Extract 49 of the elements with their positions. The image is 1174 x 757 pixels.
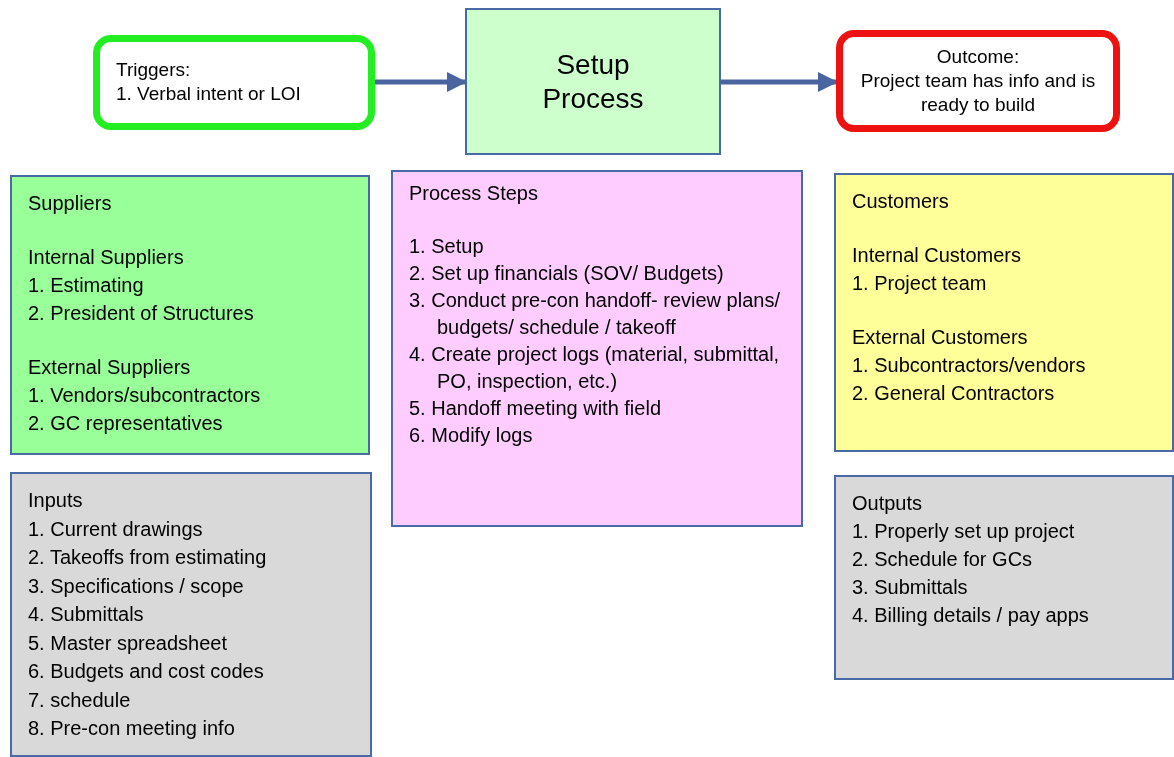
list-item: 7. schedule <box>28 687 132 713</box>
list-item: 4. Billing details / pay apps <box>852 603 1090 628</box>
arrow <box>375 72 467 92</box>
inputs-panel <box>10 472 372 757</box>
list-item: 3. Submittals <box>852 575 969 600</box>
customers-panel <box>834 173 1174 452</box>
list-item: 2. Set up financials (SOV/ Budgets) <box>409 261 725 286</box>
list-item: 2. Takeoffs from estimating <box>28 545 268 570</box>
list-item: 5. Handoff meeting with field <box>409 396 662 421</box>
list-item: 2. General Contractors <box>852 381 1056 406</box>
suppliers-panel <box>10 175 370 455</box>
list-item: 2. President of Structures <box>28 301 255 326</box>
heading: Outputs <box>852 491 924 516</box>
list-item: 1. Setup <box>409 234 485 259</box>
text: External Customers <box>852 325 1029 350</box>
list-item: 3. Conduct pre-con handoff- review plans/ budgets/ schedule / takeoff <box>409 288 781 340</box>
list-item: 6. Modify logs <box>409 423 534 448</box>
outputs-panel <box>834 475 1174 680</box>
list-item: 1. Project team <box>852 271 988 296</box>
heading: Suppliers <box>28 191 113 216</box>
heading: Triggers: <box>116 58 192 82</box>
list-item: 4. Submittals <box>28 602 145 627</box>
list-item: 4. Create project logs (material, submittal, PO, inspection, etc.) <box>409 342 781 394</box>
list-item: 1. Estimating <box>28 273 145 298</box>
outcome-box <box>836 30 1120 132</box>
text: External Suppliers <box>28 355 192 380</box>
list-item: 5. Master spreadsheet <box>28 630 228 656</box>
text: Internal Suppliers <box>28 245 185 270</box>
list-item: 1. Verbal intent or LOI <box>116 82 302 106</box>
text: Internal Customers <box>852 243 1022 268</box>
list-item: 8. Pre-con meeting info <box>28 716 236 741</box>
text: Project team has info and is ready to build <box>859 69 1097 117</box>
list-item: 6. Budgets and cost codes <box>28 659 265 684</box>
heading: Inputs <box>28 488 84 513</box>
heading: Process Steps <box>409 181 539 206</box>
text: Setup Process <box>541 47 645 116</box>
list-item: 1. Vendors/subcontractors <box>28 383 262 408</box>
list-item: 3. Specifications / scope <box>28 573 245 599</box>
process-steps-panel <box>391 170 803 527</box>
process-box <box>465 8 721 155</box>
list-item: 2. GC representatives <box>28 411 224 436</box>
list-item: 1. Current drawings <box>28 516 204 542</box>
heading: Customers <box>852 189 950 214</box>
trigger-box <box>93 35 375 130</box>
arrow <box>721 72 838 92</box>
list-item: 2. Schedule for GCs <box>852 547 1034 572</box>
heading: Outcome: <box>935 45 1021 69</box>
list-item: 1. Properly set up project <box>852 519 1076 544</box>
list-item: 1. Subcontractors/vendors <box>852 353 1087 378</box>
